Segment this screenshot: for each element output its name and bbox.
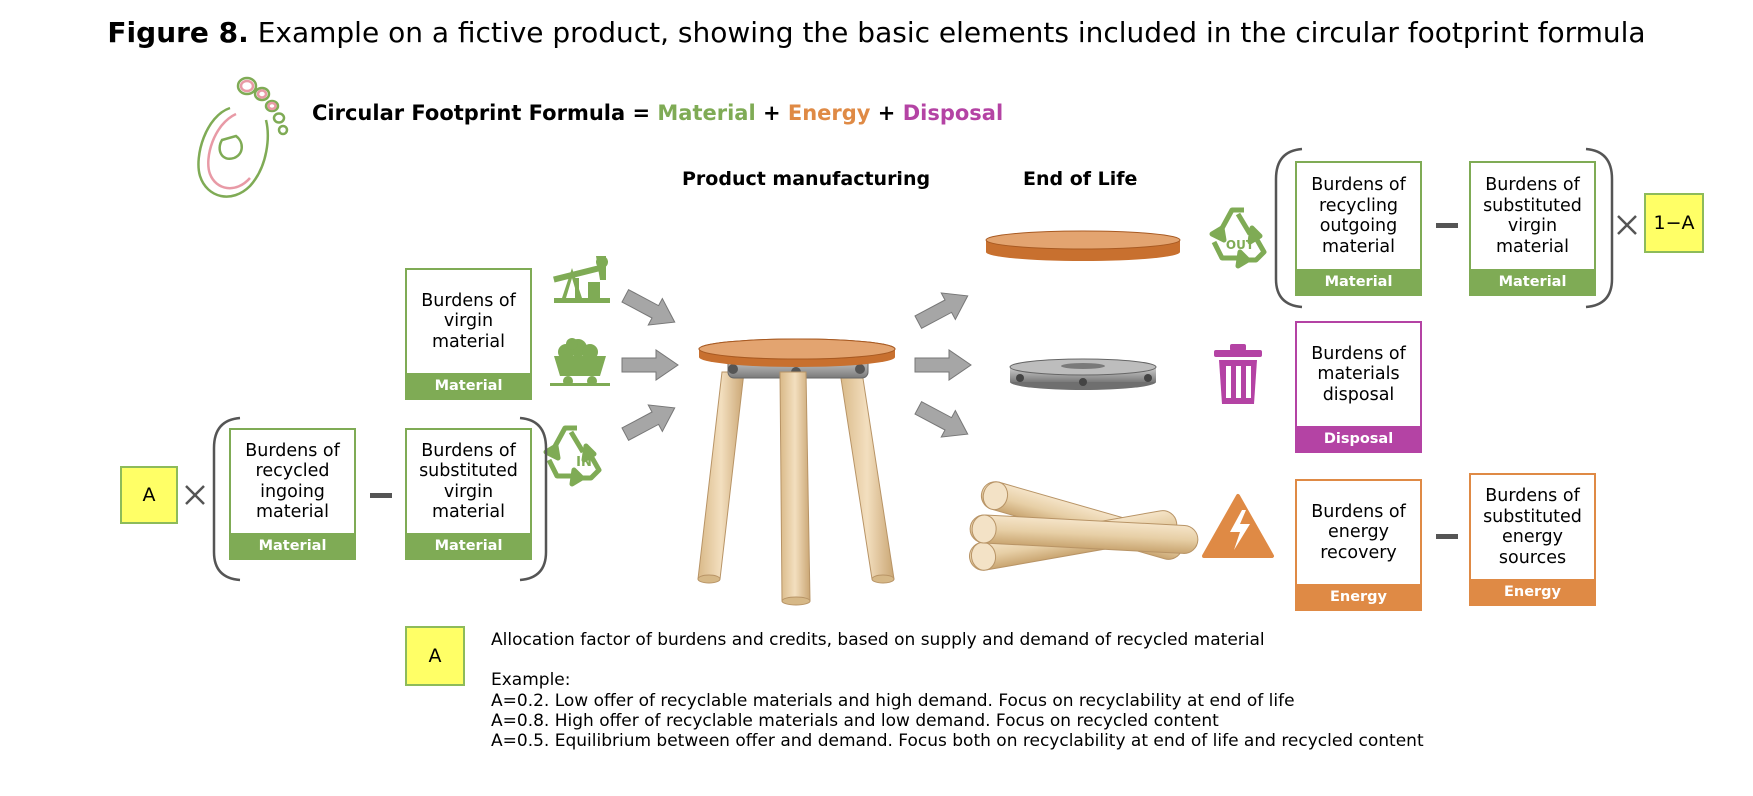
formula-plus-1: +: [755, 101, 788, 125]
coal-wagon-icon: [550, 338, 610, 386]
bracket-left-open: [212, 416, 241, 582]
minus-sign-right-top: [1436, 223, 1458, 228]
legend-example-3: A=0.5. Equilibrium between offer and dem…: [491, 731, 1424, 751]
recycle-out-label: OUT: [1226, 238, 1255, 252]
bracket-left-group: [212, 416, 548, 582]
figure-caption: Figure 8. Example on a fictive product, …: [0, 16, 1753, 49]
multiply-signs: [185, 215, 1637, 505]
multiply-left-icon: [185, 485, 205, 505]
stool-ring-icon: [1009, 358, 1157, 390]
bracket-right-group: [1274, 147, 1614, 309]
box-text: Burdens of materials disposal: [1311, 343, 1406, 405]
box-label-energy: Energy: [1471, 579, 1594, 604]
box-burdens-recycling-outgoing-material: Burdens of recycling outgoing material M…: [1295, 161, 1422, 296]
box-label-material: Material: [231, 533, 354, 558]
legend-example-1: A=0.2. Low offer of recyclable materials…: [491, 691, 1295, 711]
figure-label: Figure 8.: [107, 16, 249, 49]
minus-sign-right-bottom: [1436, 534, 1458, 539]
recycle-out-icon: [1209, 207, 1267, 269]
factor-a-box: A: [120, 466, 178, 524]
footprint-logo-icon: [197, 76, 289, 198]
multiply-right-icon: [1617, 215, 1637, 235]
formula-energy: Energy: [787, 101, 871, 125]
bracket-right-close: [1585, 147, 1614, 309]
box-burdens-materials-disposal: Burdens of materials disposal Disposal: [1295, 321, 1422, 453]
arrow-coal: [621, 349, 679, 381]
legend-definition: Allocation factor of burdens and credits…: [491, 630, 1265, 650]
arrow-virgin: [621, 288, 676, 326]
factor-one-minus-a-box: 1−A: [1644, 193, 1704, 253]
trash-bin-icon: [1214, 344, 1262, 404]
box-text: Burdens of substituted energy sources: [1483, 486, 1582, 568]
legend-factor-a-box: A: [405, 626, 465, 686]
box-text: Burdens of recycled ingoing material: [245, 440, 340, 523]
box-text: Burdens of substituted virgin material: [1483, 175, 1582, 257]
box-text: Burdens of recycling outgoing material: [1311, 175, 1406, 257]
recycle-in-label: IN: [576, 455, 592, 470]
box-label-material: Material: [1297, 269, 1420, 294]
arrow-recycle-in: [621, 404, 676, 442]
input-arrows: [621, 288, 679, 442]
box-label-energy: Energy: [1297, 584, 1420, 609]
figure-caption-text: Example on a fictive product, showing th…: [248, 16, 1646, 49]
arrow-ring: [914, 349, 972, 381]
box-burdens-energy-recovery: Burdens of energy recovery Energy: [1295, 479, 1422, 611]
minus-sign-left: [370, 493, 392, 498]
output-arrows: [914, 292, 972, 438]
box-text: Burdens of energy recovery: [1311, 501, 1406, 563]
box-burdens-substituted-virgin-material-out: Burdens of substituted virgin material M…: [1469, 161, 1596, 296]
stool-seat-icon: [985, 230, 1181, 261]
section-product-manufacturing: Product manufacturing: [682, 168, 931, 190]
stool-icon: [697, 338, 896, 606]
box-text: Burdens of virgin material: [421, 290, 516, 352]
legend-example-2: A=0.8. High offer of recyclable material…: [491, 711, 1219, 731]
energy-warning-icon: [1202, 494, 1274, 558]
recycle-in-icon: [543, 425, 602, 487]
section-end-of-life: End of Life: [1023, 168, 1138, 190]
box-text: Burdens of substituted virgin material: [419, 440, 518, 523]
box-label-material: Material: [407, 533, 530, 558]
stool-legs-icon: [969, 481, 1199, 571]
box-label-material: Material: [1471, 269, 1594, 294]
formula-disposal: Disposal: [902, 101, 1004, 125]
box-label-material: Material: [407, 373, 530, 398]
formula-plus-2: +: [870, 101, 903, 125]
box-burdens-recycled-ingoing-material: Burdens of recycled ingoing material Mat…: [229, 428, 356, 560]
box-burdens-substituted-virgin-material-in: Burdens of substituted virgin material M…: [405, 428, 532, 560]
oil-pump-icon: [553, 256, 610, 303]
legend-example-title: Example:: [491, 670, 571, 690]
bracket-right-open: [1274, 147, 1303, 309]
box-burdens-substituted-energy-sources: Burdens of substituted energy sources En…: [1469, 473, 1596, 606]
circular-footprint-formula: Circular Footprint Formula = Material + …: [312, 101, 1003, 125]
arrow-seat: [914, 292, 969, 330]
formula-material: Material: [657, 101, 756, 125]
bracket-left-close: [519, 416, 548, 582]
arrow-legs: [914, 400, 969, 438]
box-label-disposal: Disposal: [1297, 426, 1420, 451]
box-burdens-virgin-material: Burdens of virgin material Material: [405, 268, 532, 400]
formula-prefix: Circular Footprint Formula =: [312, 101, 658, 125]
